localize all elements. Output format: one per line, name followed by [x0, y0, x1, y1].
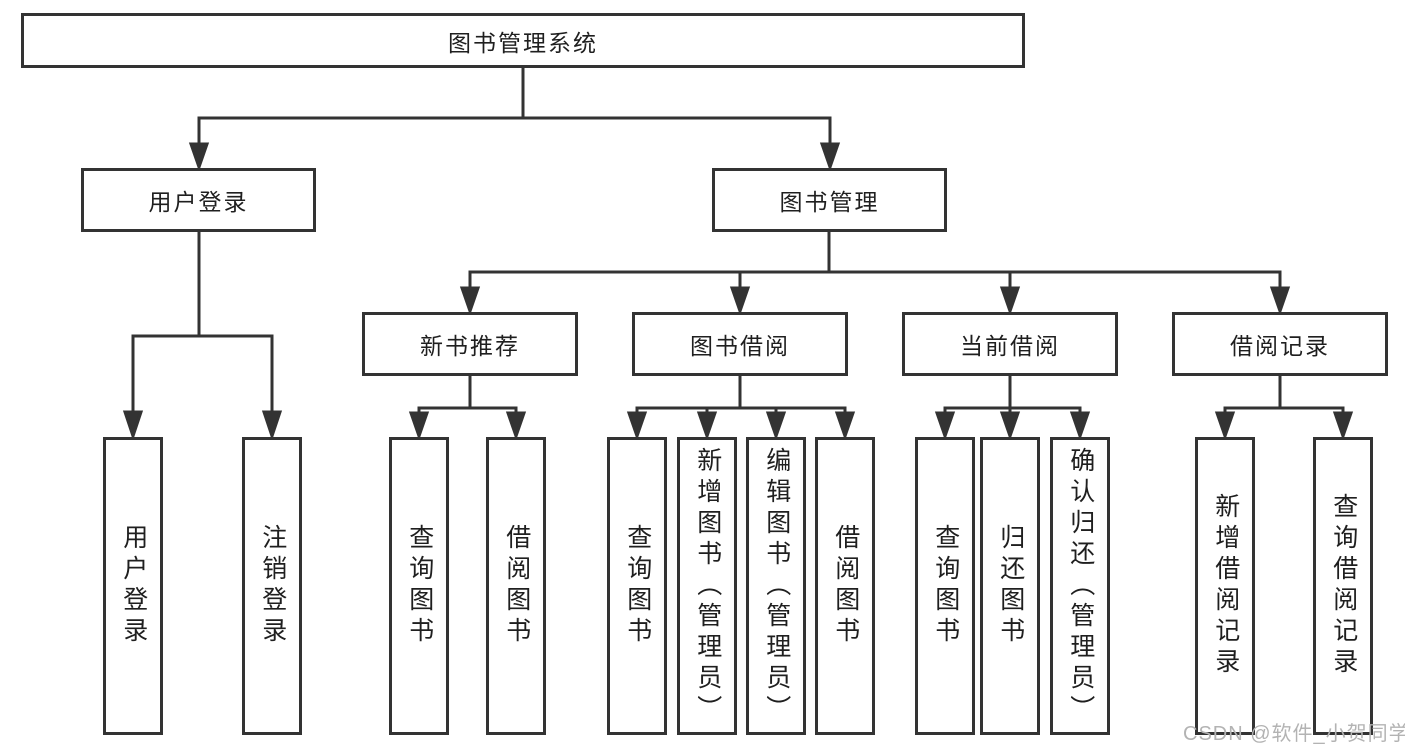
user-login-connectors — [122, 232, 283, 441]
node-book-borrow: 图书借阅 — [632, 312, 848, 376]
leaf-return-books: 归还图书 — [980, 437, 1040, 735]
leaf-add-borrow-record: 新增借阅记录 — [1195, 437, 1255, 735]
leaf-borrow-books: 借阅图书 — [815, 437, 875, 735]
leaf-query-books-current: 查询图书 — [915, 437, 975, 735]
book-borrow-connectors — [626, 376, 856, 441]
leaf-query-books-recommend: 查询图书 — [389, 437, 449, 735]
node-library-system-root: 图书管理系统 — [21, 13, 1025, 68]
leaf-label: 归还图书 — [996, 524, 1025, 648]
node-user-login: 用户登录 — [81, 168, 316, 232]
leaf-query-borrow-record: 查询借阅记录 — [1313, 437, 1373, 735]
leaf-confirm-return-admin: 确认归还（管理员） — [1050, 437, 1110, 735]
leaf-logout: 注销登录 — [242, 437, 302, 735]
leaf-label: 注销登录 — [258, 524, 287, 648]
leaf-label: 查询借阅记录 — [1329, 493, 1358, 679]
leaf-label: 新增图书（管理员） — [693, 446, 722, 726]
node-current-borrow: 当前借阅 — [902, 312, 1118, 376]
node-new-book-recommend: 新书推荐 — [362, 312, 578, 376]
leaf-edit-books-admin: 编辑图书（管理员） — [746, 437, 806, 735]
leaf-label: 查询图书 — [405, 524, 434, 648]
leaf-label: 新增借阅记录 — [1211, 493, 1240, 679]
leaf-label: 编辑图书（管理员） — [762, 446, 791, 726]
leaf-user-login: 用户登录 — [103, 437, 163, 735]
root-to-level2-connectors — [188, 68, 841, 172]
leaf-label: 查询图书 — [623, 524, 652, 648]
leaf-query-books-borrow: 查询图书 — [607, 437, 667, 735]
book-management-connectors — [459, 232, 1291, 316]
new-book-recommend-connectors — [408, 376, 527, 441]
borrow-records-connectors — [1214, 376, 1354, 441]
leaf-borrow-books-recommend: 借阅图书 — [486, 437, 546, 735]
leaf-add-books-admin: 新增图书（管理员） — [677, 437, 737, 735]
leaf-label: 用户登录 — [119, 524, 148, 648]
leaf-label: 借阅图书 — [831, 524, 860, 648]
node-book-management: 图书管理 — [712, 168, 947, 232]
csdn-watermark: CSDN @软件_小贺同学 — [1183, 723, 1405, 745]
leaf-label: 查询图书 — [931, 524, 960, 648]
current-borrow-connectors — [934, 376, 1091, 441]
leaf-label: 借阅图书 — [502, 524, 531, 648]
node-borrow-records: 借阅记录 — [1172, 312, 1388, 376]
leaf-label: 确认归还（管理员） — [1066, 446, 1095, 726]
